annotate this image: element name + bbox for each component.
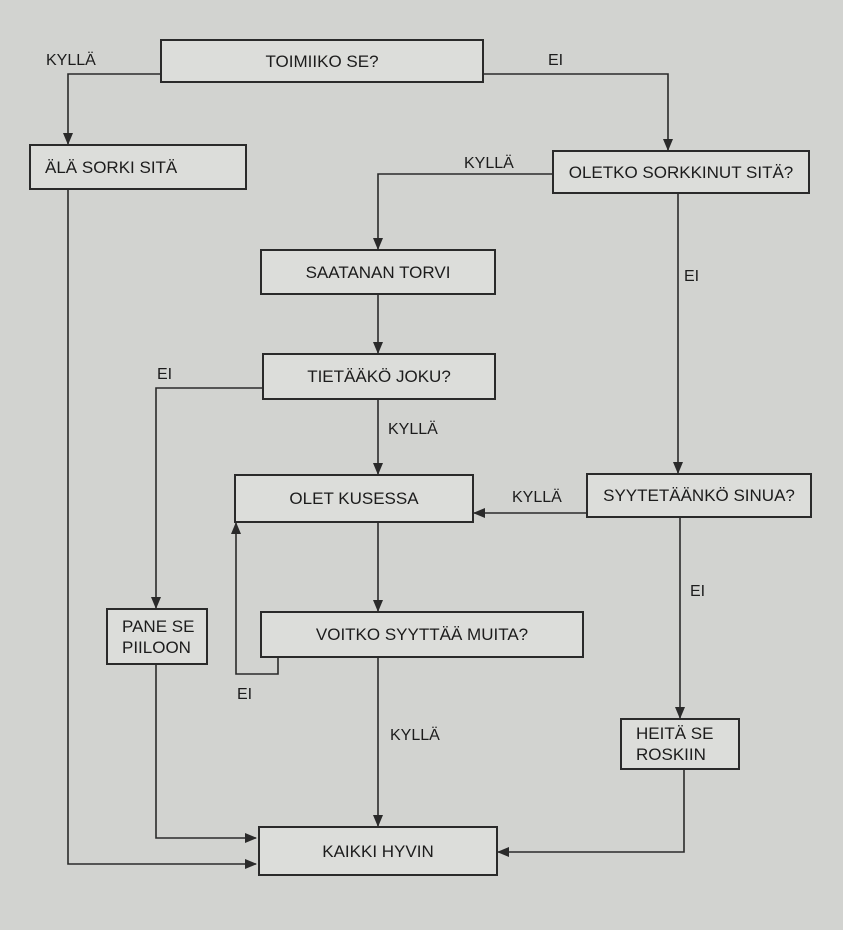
node-kaikki-hyvin: KAIKKI HYVIN: [258, 826, 498, 876]
arrow-tietaako-no: [151, 387, 262, 609]
node-pane-se-piiloon: PANE SE PIILOON: [106, 608, 208, 665]
node-tietaako-joku-text: TIETÄÄKÖ JOKU?: [307, 367, 451, 386]
label-no-tietaako: EI: [157, 366, 173, 383]
node-syytetaanko-sinua-text: SYYTETÄÄNKÖ SINUA?: [603, 486, 795, 505]
arrow-toimiiko-yes: [63, 73, 160, 145]
node-pane-se-piiloon-text: PANE SE PIILOON: [122, 616, 195, 657]
label-no-toimiiko: EI: [548, 52, 564, 69]
arrow-voitko-no: [231, 522, 279, 675]
arrow-heita-to-kaikki: [497, 770, 685, 857]
label-yes-syytetaanko: KYLLÄ: [512, 489, 562, 506]
arrow-sorkkinut-yes: [373, 173, 556, 250]
node-olet-kusessa-text: OLET KUSESSA: [289, 489, 419, 508]
node-syytetaanko-sinua: SYYTETÄÄNKÖ SINUA?: [586, 473, 812, 518]
node-kaikki-hyvin-text: KAIKKI HYVIN: [322, 841, 434, 861]
node-oletko-sorkkinut: OLETKO SORKKINUT SITÄ?: [552, 150, 810, 194]
node-ala-sorki-sita-text: ÄLÄ SORKI SITÄ: [45, 157, 178, 177]
node-oletko-sorkkinut-text: OLETKO SORKKINUT SITÄ?: [568, 162, 794, 182]
node-voitko-syyttaa-muita: VOITKO SYYTTÄÄ MUITA?: [260, 611, 584, 658]
node-ala-sorki-sita: ÄLÄ SORKI SITÄ: [29, 144, 247, 190]
node-heita-se-roskiin-text: HEITÄ SE ROSKIIN: [636, 724, 714, 764]
label-no-syytetaanko: EI: [690, 583, 706, 600]
node-olet-kusessa: OLET KUSESSA: [234, 474, 474, 523]
node-toimiiko-se: TOIMIIKO SE?: [160, 39, 484, 83]
label-yes-toimiiko: KYLLÄ: [46, 52, 96, 69]
label-yes-sorkkinut: KYLLÄ: [464, 155, 514, 172]
arrow-pane-to-kaikki: [155, 665, 257, 843]
node-saatanan-torvi: SAATANAN TORVI: [260, 249, 496, 295]
node-toimiiko-se-text: TOIMIIKO SE?: [265, 51, 379, 71]
label-yes-voitko: KYLLÄ: [390, 727, 440, 744]
node-saatanan-torvi-text: SAATANAN TORVI: [305, 262, 451, 282]
arrow-ala-sorki-to-kaikki: [67, 190, 257, 869]
label-yes-tietaako: KYLLÄ: [388, 421, 438, 438]
node-voitko-syyttaa-muita-text: VOITKO SYYTTÄÄ MUITA?: [315, 625, 529, 644]
node-tietaako-joku: TIETÄÄKÖ JOKU?: [262, 353, 496, 400]
node-heita-se-roskiin: HEITÄ SE ROSKIIN: [620, 718, 740, 770]
arrow-toimiiko-no: [484, 73, 673, 151]
label-no-voitko: EI: [237, 686, 253, 703]
label-no-sorkkinut: EI: [684, 268, 700, 285]
